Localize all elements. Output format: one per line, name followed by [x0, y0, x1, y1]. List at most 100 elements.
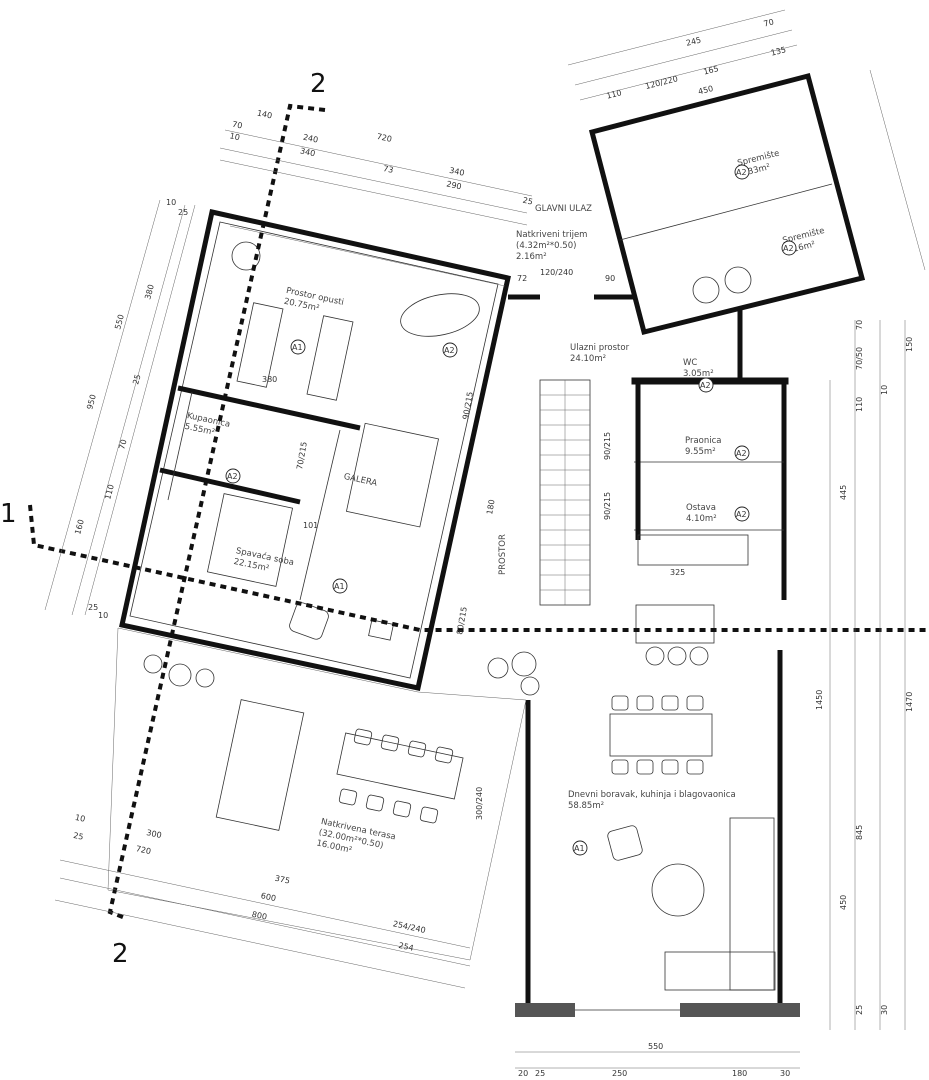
dim-line-tl-3 — [219, 159, 528, 226]
dims-right: 70 150 70/50 110 10 445 1450 1470 845 45… — [815, 320, 914, 1015]
bed — [206, 493, 294, 587]
dim-l-5: 25 — [178, 208, 188, 217]
tag-a2-kupaonica — [225, 468, 241, 484]
dim-bl-9: 254 — [398, 941, 415, 953]
dim-tl-2: 720 — [376, 132, 393, 144]
dim-mid-2: 325 — [670, 568, 685, 577]
dims-left: 10 25 380 550 950 25 70 110 160 25 10 — [73, 198, 188, 620]
storage-block — [588, 72, 866, 336]
dim-bl-4: 720 — [135, 844, 152, 856]
tag-a2-prostor-text: A2 — [444, 346, 455, 355]
terrace-chairs — [338, 728, 454, 824]
dim-mid-4: 180 — [485, 499, 497, 516]
label-natkriveni-trijem: Natkriveni trijem — [516, 230, 587, 240]
stool-3 — [689, 646, 709, 666]
left-wing-outline — [119, 209, 511, 691]
dim-line-bl-3 — [54, 899, 466, 989]
dim-l-9: 25 — [131, 373, 142, 385]
dim-r-4: 10 — [880, 385, 889, 395]
dim-tl-9: 290 — [446, 179, 463, 191]
section-cuts — [28, 103, 929, 920]
dim-bl-8: 800 — [251, 910, 268, 922]
dims-top-right: 245 70 110 120/220 165 135 450 — [606, 17, 787, 100]
dim-mid-5: 90/215 — [461, 391, 475, 420]
dim-tr-5: 165 — [703, 64, 720, 76]
label-ostava-area: 4.10m² — [686, 514, 717, 524]
label-ulazni-prostor-area: 24.10m² — [570, 354, 606, 364]
armchair-left — [289, 602, 329, 640]
dims-interior: 380 325 300/240 180 90/215 70/215 90/215… — [262, 375, 685, 820]
terrace-outline — [107, 627, 527, 961]
dim-tl-3: 70 — [231, 120, 243, 131]
dim-door-1: 70/215 — [295, 441, 309, 470]
tag-a2-wc — [698, 377, 714, 393]
tag-a2-praonica — [734, 445, 750, 461]
coffee-table — [651, 863, 705, 917]
dim-l-6: 70 — [117, 438, 128, 450]
tag-a1-prostor-text: A1 — [292, 343, 303, 352]
tag-a2-ostava-text: A2 — [736, 510, 747, 519]
bathtub — [400, 293, 480, 337]
dim-r-5: 110 — [855, 397, 864, 412]
stool-2 — [667, 646, 687, 666]
dim-line-bl-2 — [59, 877, 471, 967]
dim-b-3: 250 — [612, 1069, 627, 1078]
dim-door-2: 80/215 — [455, 606, 469, 635]
dim-r-8: 1470 — [905, 692, 914, 712]
dim-tl-5: 240 — [302, 133, 319, 145]
dim-tr-4: 120/220 — [644, 74, 678, 91]
sauna — [345, 422, 440, 528]
dining-chairs-right — [611, 695, 704, 775]
dim-l-10: 10 — [98, 611, 108, 620]
dim-line-tl-2 — [219, 147, 528, 214]
dining-table-right — [609, 713, 713, 757]
dim-l-4: 950 — [85, 393, 98, 410]
tag-a2-spremiste1-text: A2 — [736, 168, 747, 177]
section-line-1 — [28, 504, 929, 632]
dim-b-4: 180 — [732, 1069, 747, 1078]
dim-tl-6: 10 — [229, 131, 241, 142]
dim-r-3: 70/50 — [855, 347, 864, 370]
label-ulazni-prostor: Ulazni prostor — [570, 343, 630, 353]
kitchen-counter — [637, 534, 749, 566]
dim-r-10: 450 — [839, 895, 848, 910]
label-dnevni-boravak: Dnevni boravak, kuhinja i blagovaonica — [568, 790, 736, 800]
label-natkriveni-trijem-area2: 2.16m² — [516, 252, 547, 262]
tag-a2-kupaonica-text: A2 — [227, 472, 238, 481]
label-ostava: Ostava — [686, 503, 716, 513]
dim-l-1: 10 — [166, 198, 176, 207]
tag-a1-prostor — [290, 339, 306, 355]
label-glavni-ulaz: GLAVNI ULAZ — [535, 204, 592, 214]
terrace-table — [336, 732, 464, 800]
storage-outline — [588, 72, 866, 336]
tag-a2-spremiste1 — [734, 164, 750, 180]
gym-machine-1 — [236, 302, 284, 388]
dim-line-l-2 — [71, 204, 186, 616]
dim-b-1: 550 — [648, 1042, 663, 1051]
section-line-2 — [107, 103, 326, 920]
dim-mid-3: 300/240 — [475, 787, 484, 820]
dim-l-3: 550 — [113, 313, 126, 330]
dim-tl-10: 25 — [522, 196, 534, 207]
stair-treads — [540, 380, 590, 605]
dim-tr-1: 245 — [685, 35, 702, 47]
label-wc: WC — [683, 358, 697, 368]
wall-segment-bl — [515, 1003, 575, 1017]
dim-door-5: 101 — [303, 521, 318, 530]
left-wing-inner — [129, 221, 499, 679]
section-1-label: 1 — [0, 499, 17, 529]
gym-machine-2 — [306, 315, 354, 401]
sofa-chaise — [664, 951, 776, 991]
dim-tr-7: 135 — [770, 45, 787, 57]
tag-a2-wc-text: A2 — [700, 381, 711, 390]
sofa — [729, 817, 775, 991]
dim-l-2: 380 — [143, 283, 156, 300]
dim-line-tr-2 — [574, 29, 793, 86]
dim-b-6: 25 — [535, 1069, 545, 1078]
plant-pot-1 — [487, 657, 509, 679]
dim-door-3: 90/215 — [603, 432, 612, 460]
terrace — [107, 627, 540, 961]
tag-a1-soba-text: A1 — [334, 582, 345, 591]
label-stairs: PROSTOR — [498, 534, 508, 575]
